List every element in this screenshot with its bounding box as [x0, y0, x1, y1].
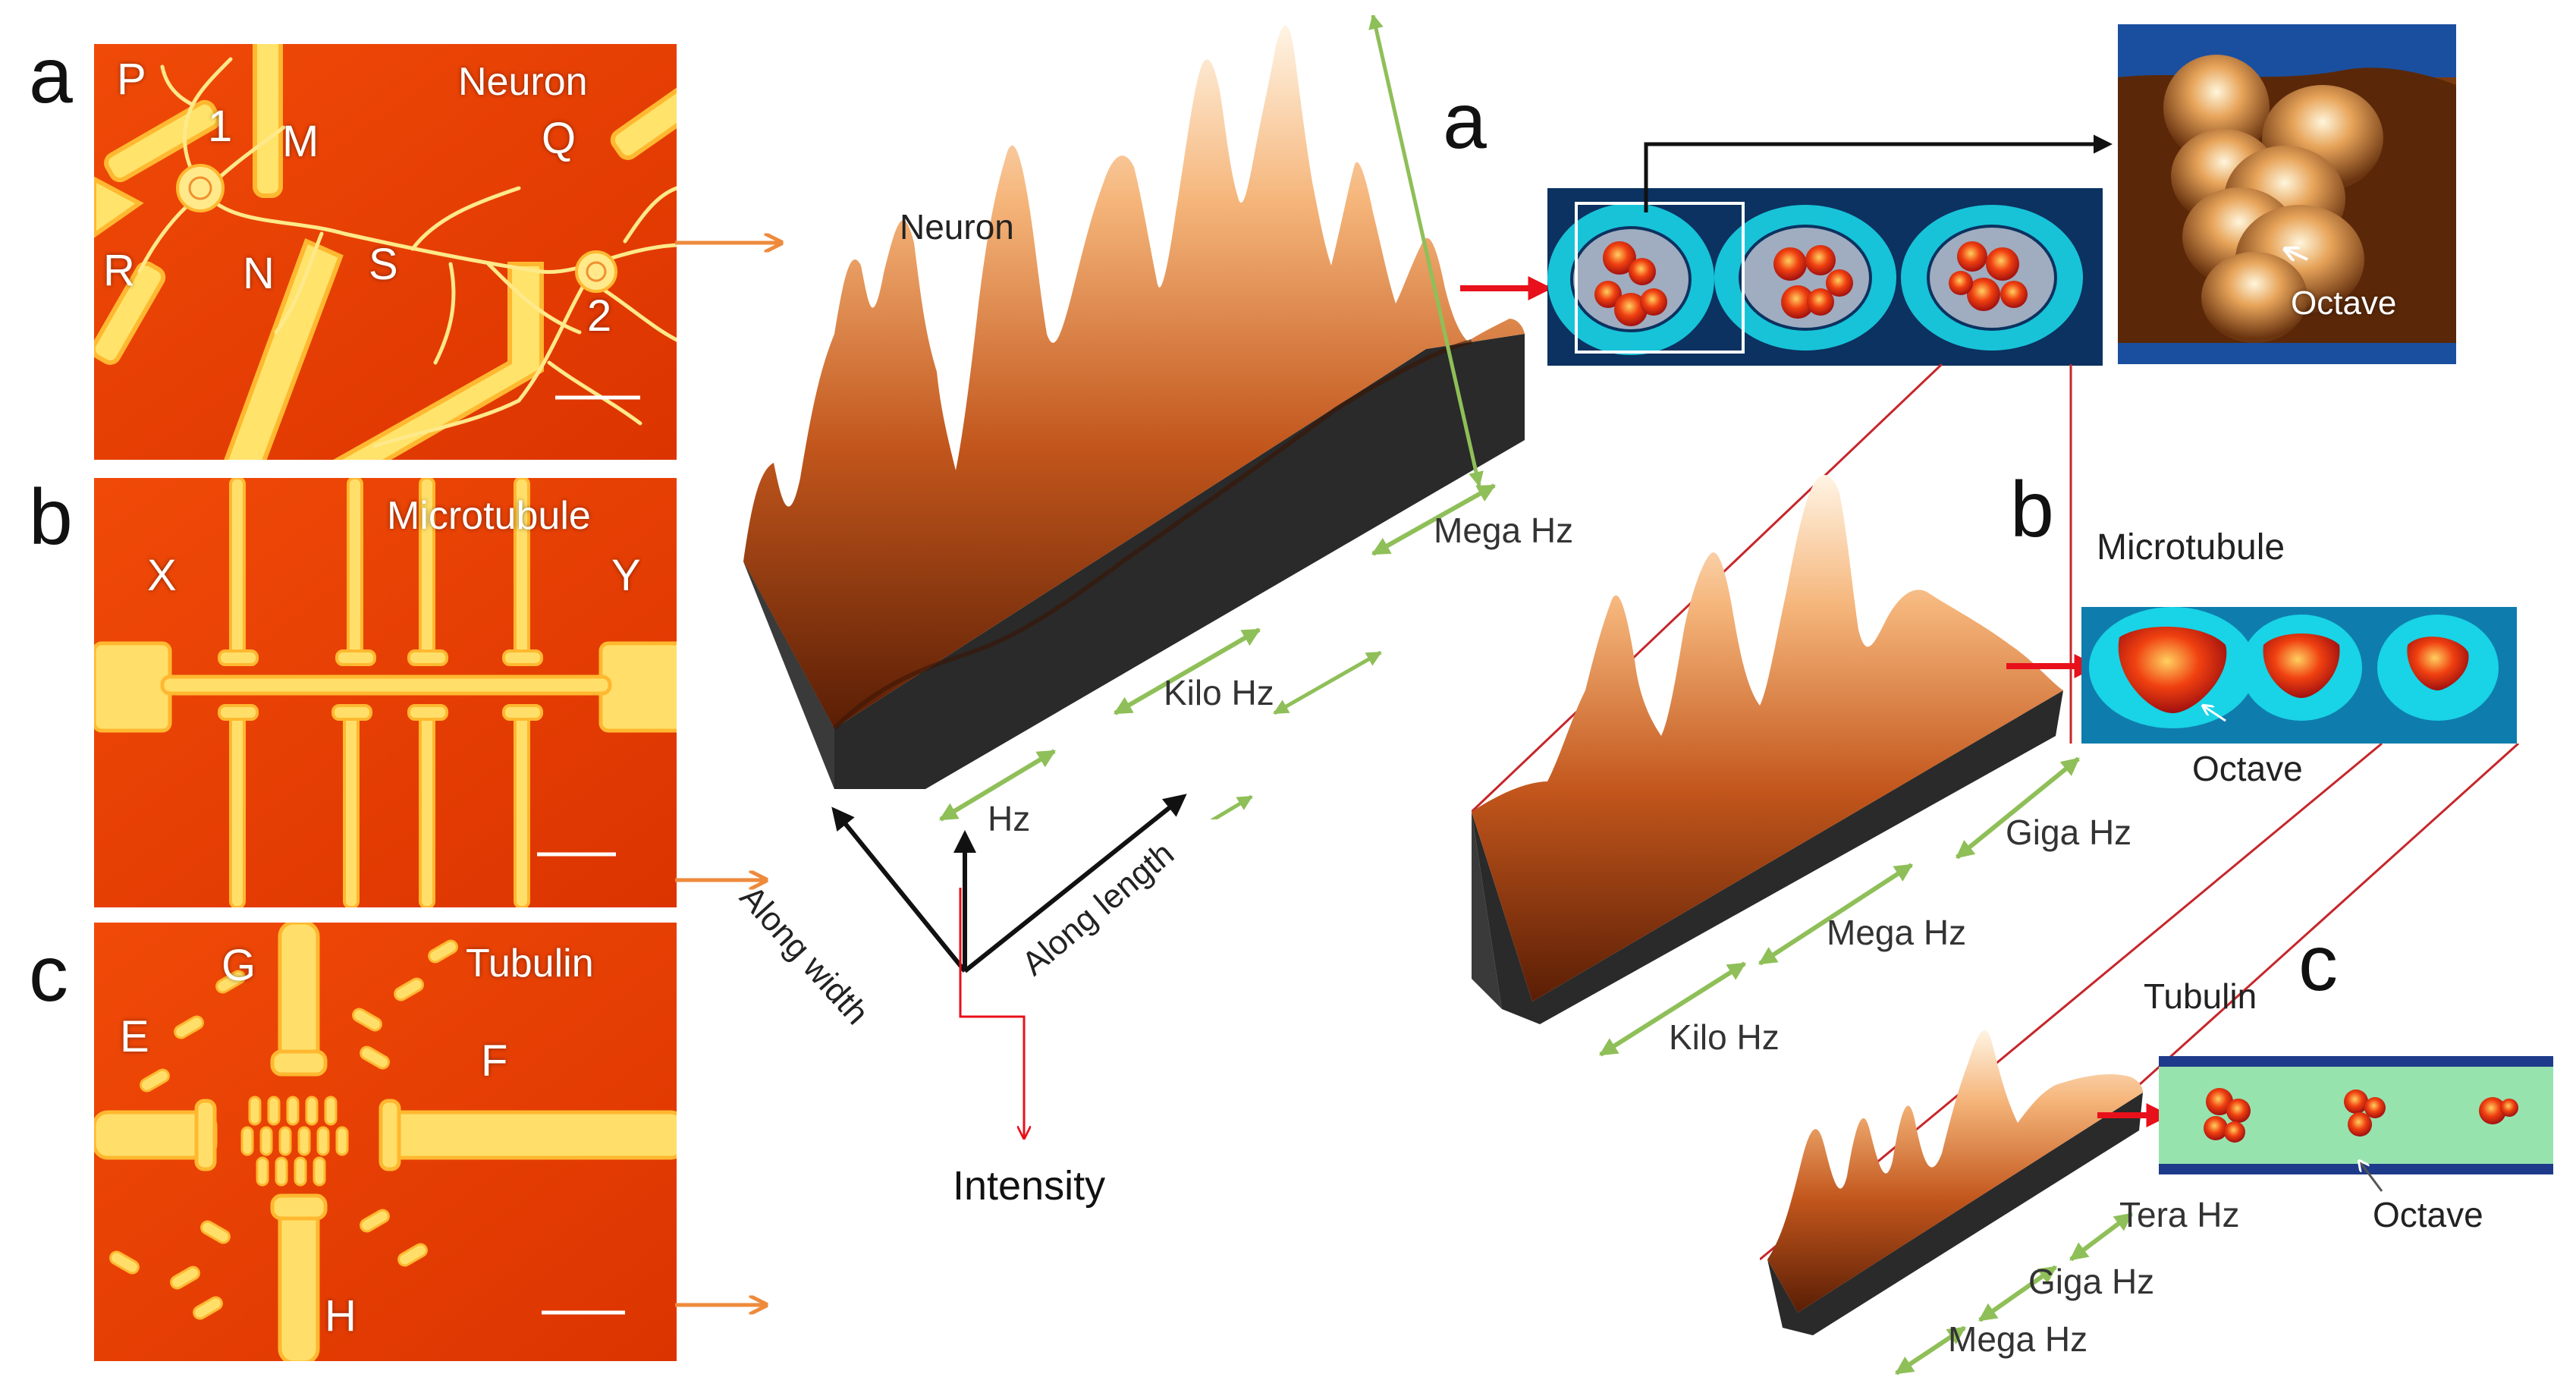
label-S: S	[369, 240, 398, 289]
tubulin-plot-title: Tubulin	[2144, 976, 2257, 1016]
panel-letter-a: a	[29, 32, 73, 120]
label-M: M	[282, 117, 319, 166]
freq-arrows-c	[1895, 1212, 2133, 1376]
octave-arrow-c	[2351, 1153, 2383, 1192]
microtubule-octave-strip	[2081, 607, 2517, 744]
octave-label-c: Octave	[2373, 1195, 2483, 1234]
neuron-device-image: P 1 M Neuron Q R N S 2	[94, 44, 677, 460]
octave-label-b: Octave	[2192, 749, 2303, 788]
label-E: E	[120, 1012, 149, 1061]
orange-connector-arrows	[675, 197, 796, 1335]
label-Q: Q	[542, 114, 576, 163]
giga-hz-label-c: Giga Hz	[2028, 1262, 2155, 1301]
neuron-octave-strip	[1547, 188, 2103, 366]
right-panel-letter-b: b	[2010, 466, 2054, 554]
kilo-hz-arrow	[1113, 627, 1261, 715]
mega-hz-label-b: Mega Hz	[1827, 913, 1967, 952]
microtubule-title: Microtubule	[387, 494, 591, 538]
giga-hz-label-b: Giga Hz	[2006, 813, 2132, 852]
neuron-afm-3d-image: Octave	[2118, 24, 2456, 364]
octave-label-a: Octave	[2291, 285, 2397, 322]
microtubule-plot-title: Microtubule	[2097, 527, 2285, 568]
mega-hz-arrow	[1371, 483, 1497, 556]
black-zoom-arrow	[1644, 134, 2113, 212]
label-2: 2	[587, 291, 612, 341]
freq-arrows-b	[1598, 756, 2080, 1057]
neuron-3d-surface-plot	[743, 15, 1525, 819]
hz-arrow	[938, 749, 1057, 822]
red-arrow-a	[1460, 276, 1553, 300]
neuron-plot-title: Neuron	[900, 207, 1014, 247]
tubulin-octave-strip	[2159, 1056, 2553, 1174]
right-panel-letter-a: a	[1443, 77, 1487, 165]
tera-hz-label-c: Tera Hz	[2119, 1195, 2240, 1234]
kilo-hz-label: Kilo Hz	[1164, 673, 1274, 712]
panel-letter-b: b	[29, 473, 73, 561]
label-Y: Y	[611, 551, 641, 600]
label-P: P	[117, 55, 146, 104]
hz-label: Hz	[988, 799, 1031, 838]
label-F: F	[481, 1036, 508, 1086]
microtubule-3d-surface-plot	[1472, 475, 2063, 1024]
label-1: 1	[208, 102, 233, 151]
label-R: R	[103, 246, 135, 295]
tubulin-device-image: Tubulin G E F H	[94, 923, 677, 1361]
neuron-title: Neuron	[458, 60, 588, 104]
tubulin-3d-surface-plot	[1767, 1030, 2143, 1335]
right-panel-letter-c: c	[2298, 920, 2338, 1008]
kilo-hz-label-b: Kilo Hz	[1669, 1017, 1780, 1057]
label-N: N	[243, 249, 275, 298]
label-G: G	[221, 941, 256, 990]
intensity-label: Intensity	[953, 1163, 1106, 1209]
label-X: X	[147, 551, 177, 600]
red-arrow-c	[2097, 1103, 2171, 1127]
mega-hz-label-c: Mega Hz	[1948, 1319, 2088, 1359]
tubulin-title: Tubulin	[466, 942, 594, 986]
axis-triad	[831, 794, 1187, 1229]
red-arrow-b	[2006, 654, 2099, 678]
mega-hz-label: Mega Hz	[1434, 511, 1574, 550]
microtubule-device-image: Microtubule X Y	[94, 478, 677, 907]
label-H: H	[325, 1291, 357, 1341]
panel-letter-c: c	[29, 930, 68, 1018]
